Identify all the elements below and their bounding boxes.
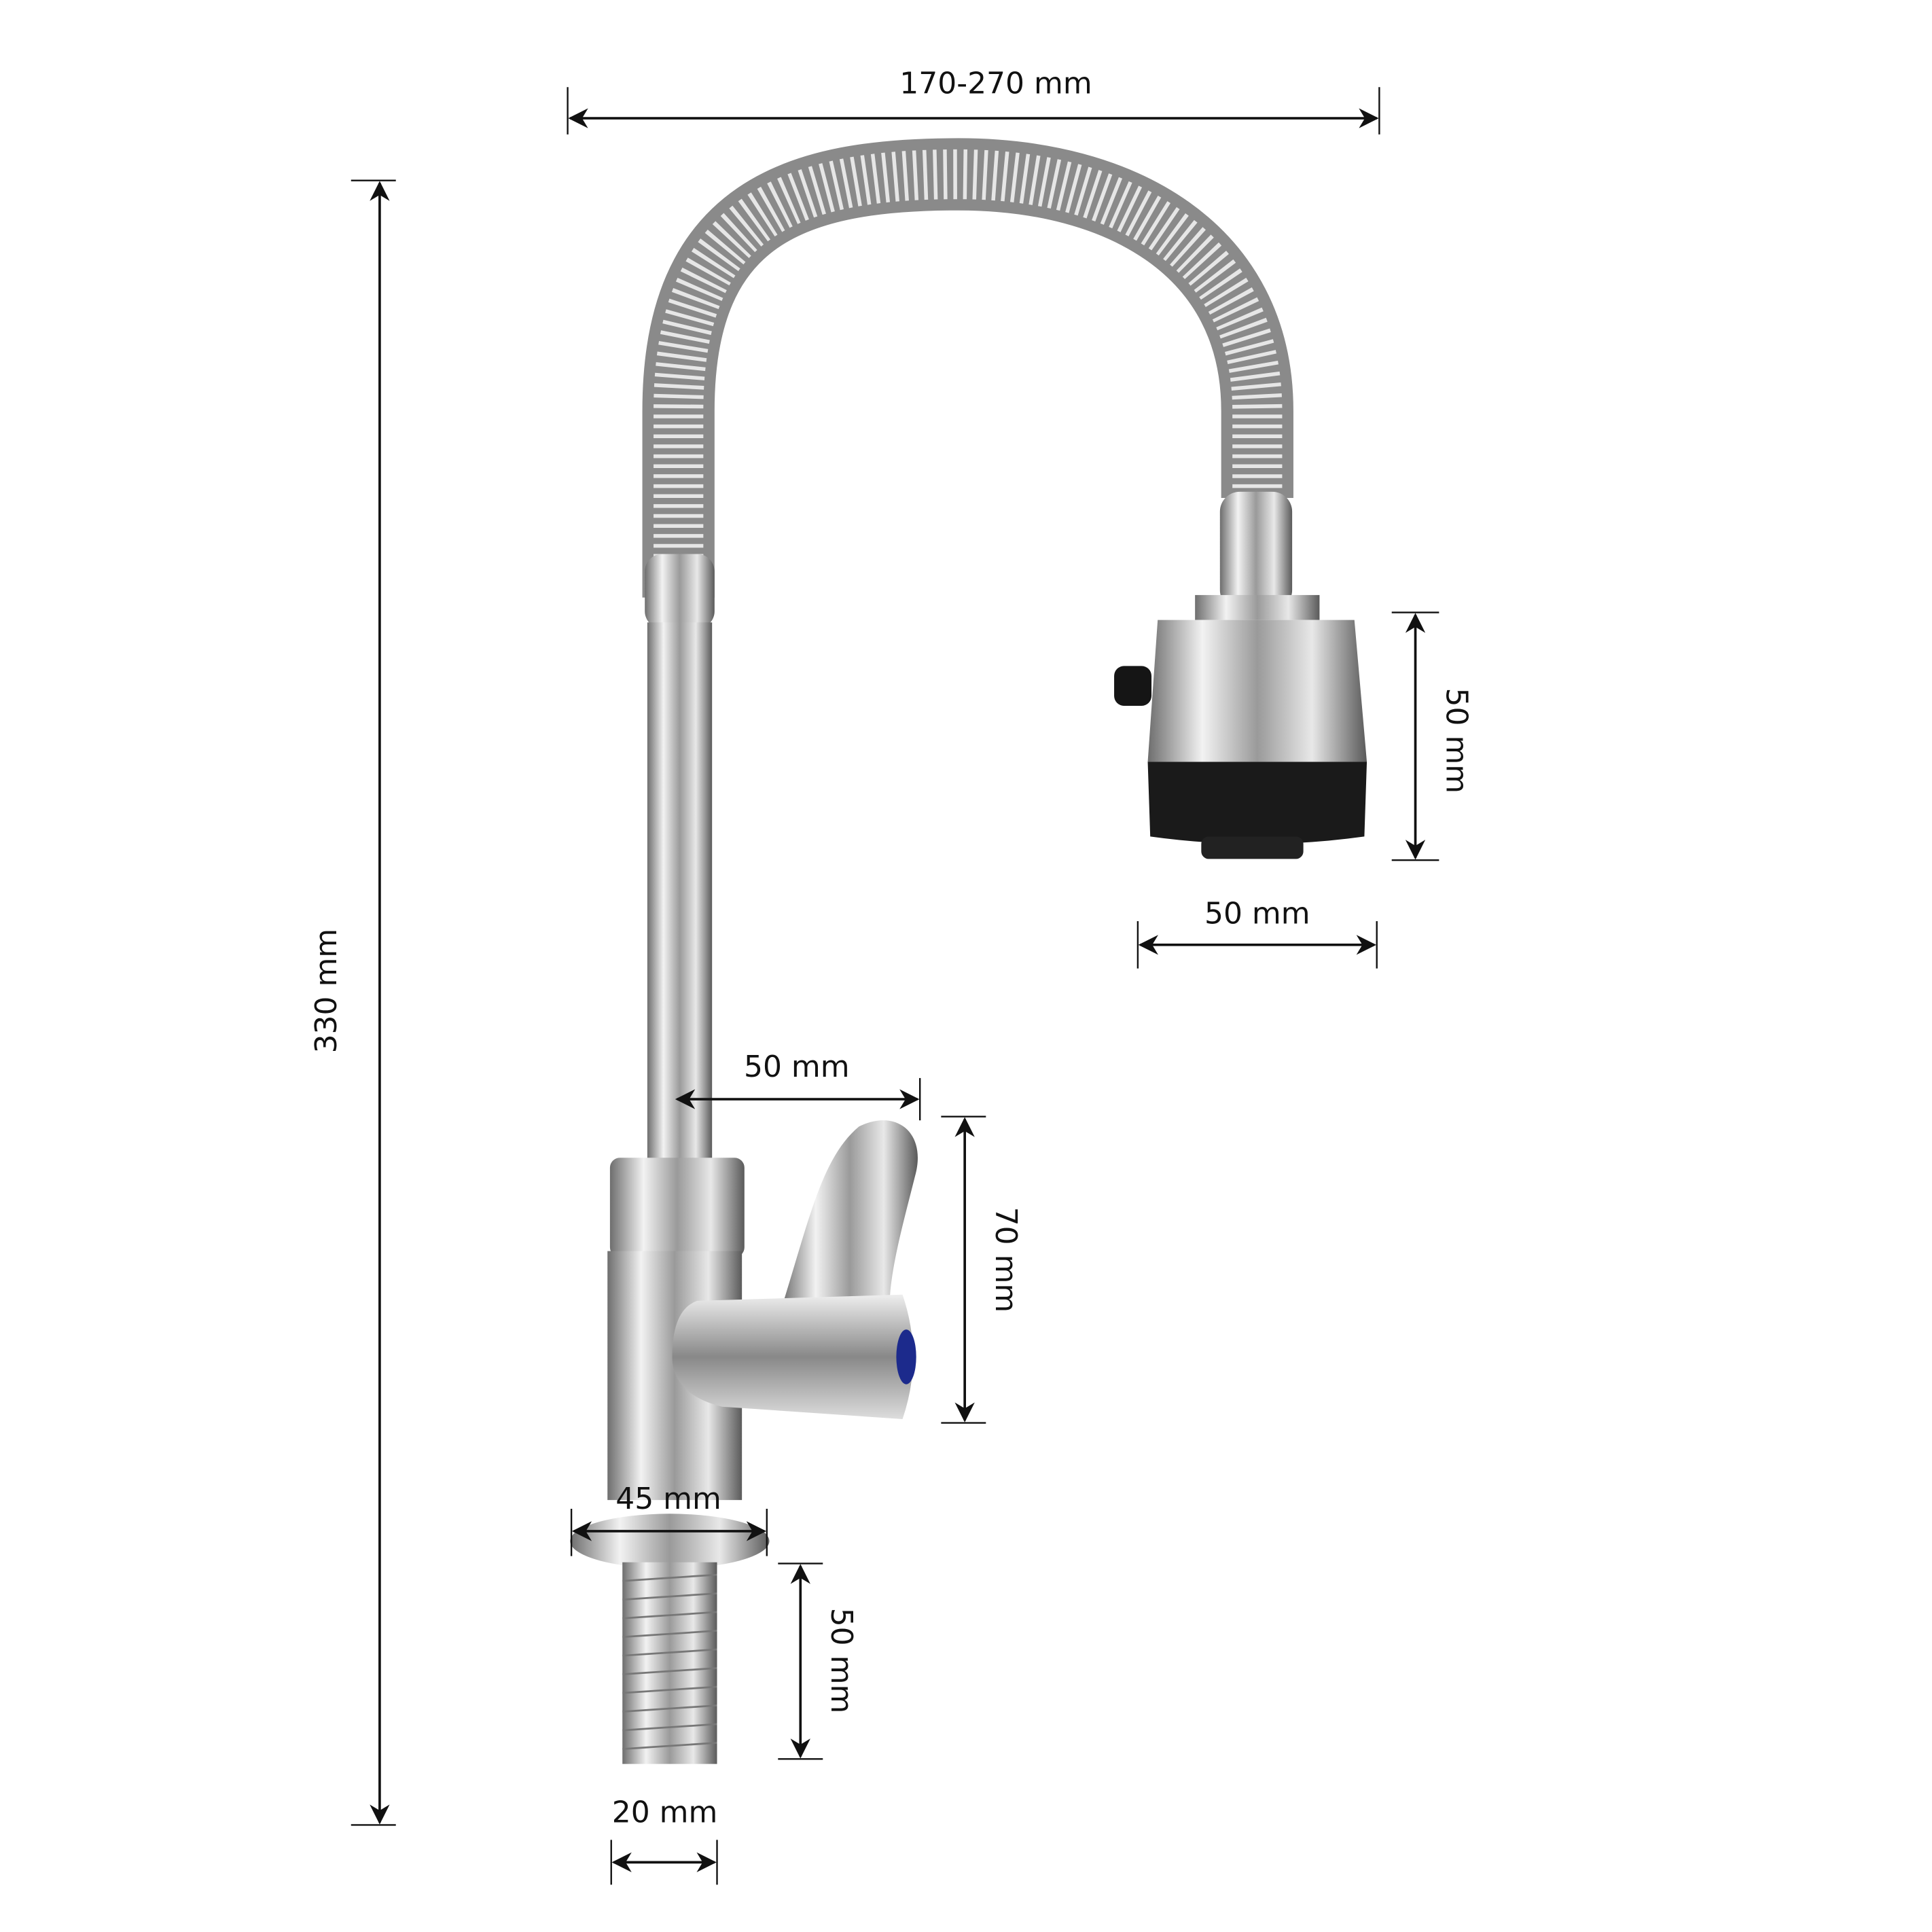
threaded-shank — [622, 1562, 717, 1764]
spout-reach-label: 170-270 mm — [899, 66, 1092, 101]
handle-lever — [781, 1120, 918, 1320]
valve-spout — [672, 1294, 914, 1420]
dimension-thread-length: 50 mm — [778, 1562, 859, 1760]
base-flange — [570, 1514, 770, 1569]
thread-diameter-label: 20 mm — [612, 1795, 718, 1830]
head-width-label: 50 mm — [1204, 897, 1310, 931]
dimension-handle-reach: 50 mm — [675, 1050, 921, 1121]
faucet-illustration — [570, 138, 1367, 1764]
valve-collar — [609, 1158, 745, 1257]
handle-reach-label: 50 mm — [744, 1050, 850, 1084]
handle-accent — [896, 1329, 916, 1384]
hose-collar — [645, 554, 715, 629]
head-neck — [1219, 491, 1293, 610]
base-diameter-label: 45 mm — [615, 1482, 721, 1516]
total-height-label: 330 mm — [309, 929, 344, 1054]
dimension-thread-diameter: 20 mm — [610, 1795, 718, 1885]
dimension-spout-reach: 170-270 mm — [567, 66, 1380, 135]
dimension-base-diameter: 45 mm — [570, 1482, 768, 1556]
head-height-label: 50 mm — [1439, 688, 1473, 794]
dimension-head-width: 50 mm — [1137, 897, 1378, 969]
dimension-total-height: 330 mm — [309, 179, 396, 1826]
vertical-pipe — [647, 622, 713, 1170]
spray-head — [1147, 620, 1367, 762]
dimension-handle-height: 70 mm — [941, 1115, 1023, 1424]
handle-height-label: 70 mm — [988, 1207, 1023, 1313]
dimension-head-height: 50 mm — [1391, 611, 1473, 861]
spray-button — [1114, 666, 1152, 706]
thread-length-label: 50 mm — [824, 1608, 859, 1714]
